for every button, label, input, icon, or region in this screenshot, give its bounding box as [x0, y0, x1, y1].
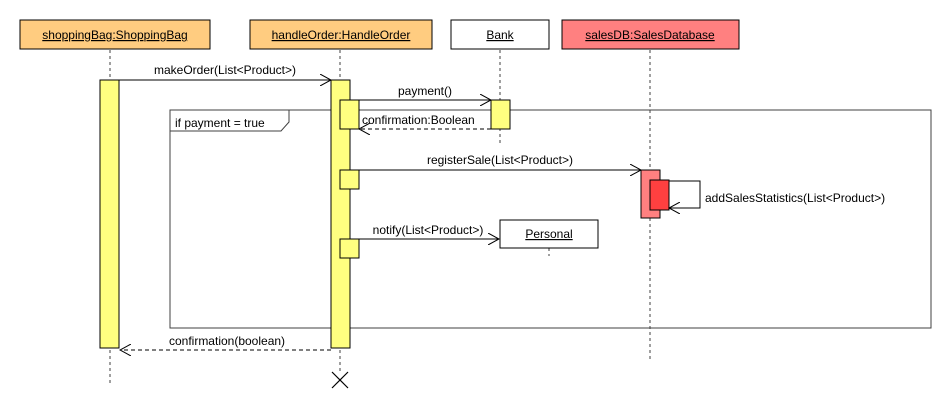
message-make-order: makeOrder(List<Product>)	[119, 63, 331, 80]
message-label: notify(List<Product>)	[373, 223, 484, 237]
fragment-guard-label: if payment = true	[175, 116, 265, 130]
message-notify: notify(List<Product>)	[359, 223, 499, 239]
fragment-frame	[169, 109, 932, 329]
message-confirmation-return: confirmation(boolean)	[120, 334, 331, 350]
object-box	[499, 219, 599, 249]
activation-handleorder-payment	[339, 99, 360, 130]
object-shoppingbag[interactable]: shoppingBag:ShoppingBag	[19, 19, 211, 50]
object-box	[249, 19, 433, 50]
object-label: Personal	[525, 227, 572, 241]
message-self-arrow	[669, 180, 701, 208]
message-label: registerSale(List<Product>)	[427, 153, 573, 167]
object-personal[interactable]: Personal	[499, 219, 599, 249]
object-box	[19, 19, 211, 50]
message-label: payment()	[398, 84, 452, 98]
object-label: shoppingBag:ShoppingBag	[42, 28, 187, 42]
object-label: salesDB:SalesDatabase	[585, 28, 715, 42]
activation-handleorder-register	[339, 169, 360, 190]
object-box	[450, 19, 550, 50]
activation-salesdb-nested	[649, 179, 670, 211]
object-handleorder[interactable]: handleOrder:HandleOrder	[249, 19, 433, 50]
object-label: handleOrder:HandleOrder	[272, 28, 411, 42]
activations	[99, 79, 670, 349]
combined-fragment: if payment = true	[169, 109, 932, 329]
message-label: confirmation:Boolean	[362, 113, 475, 127]
x-destroy-icon	[331, 371, 349, 389]
object-label: Bank	[486, 28, 514, 42]
activation-handleorder	[330, 79, 351, 349]
fragment-guard-pentagon	[169, 109, 290, 132]
object-bank[interactable]: Bank	[450, 19, 550, 50]
object-box	[561, 19, 740, 50]
message-label: confirmation(boolean)	[169, 334, 285, 348]
message-label: makeOrder(List<Product>)	[154, 63, 296, 77]
message-register-sale: registerSale(List<Product>)	[359, 153, 641, 170]
message-add-sales-statistics: addSalesStatistics(List<Product>)	[669, 180, 885, 208]
message-payment: payment()	[359, 84, 491, 100]
activation-handleorder-notify	[339, 238, 360, 259]
message-confirmation-bank: confirmation:Boolean	[359, 113, 491, 129]
message-label: addSalesStatistics(List<Product>)	[705, 191, 885, 205]
object-salesdb[interactable]: salesDB:SalesDatabase	[561, 19, 740, 50]
activation-shoppingbag	[99, 79, 120, 349]
activation-bank	[490, 99, 511, 130]
